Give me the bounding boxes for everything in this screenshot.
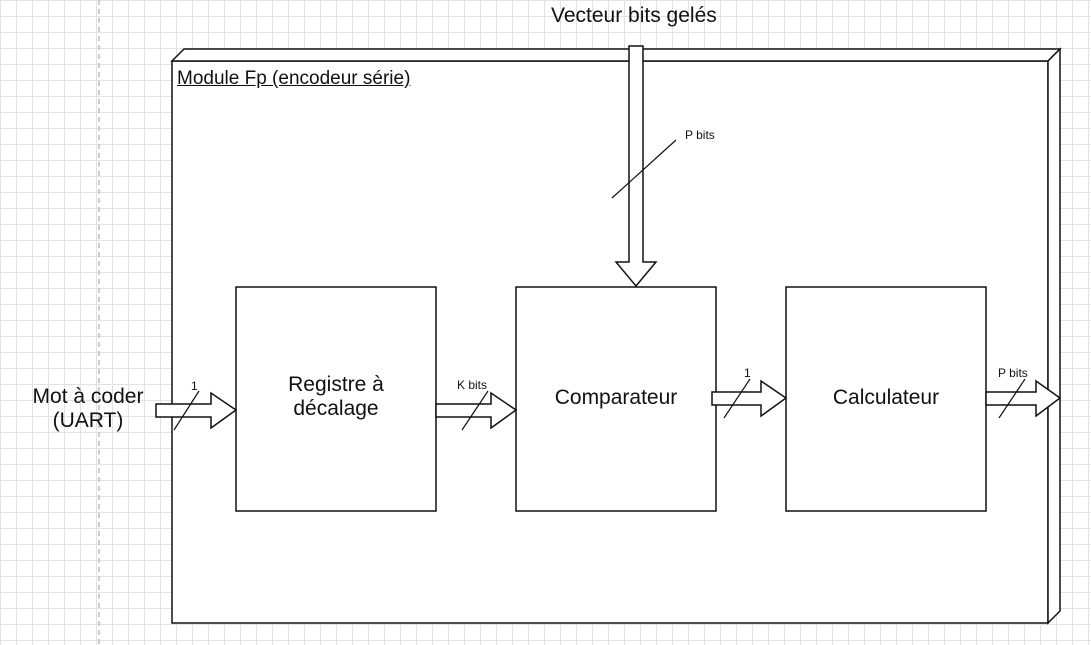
module-title: Module Fp (encodeur série) — [177, 68, 411, 89]
input-label-line-2: (UART) — [52, 409, 124, 432]
comparator-bus-slash — [723, 378, 751, 419]
input-arrow — [155, 391, 238, 430]
frozen-vector-bus-width: P bits — [685, 128, 715, 142]
shift-register-label-line-2: décalage — [293, 397, 379, 420]
comparator-label: Comparateur — [554, 386, 678, 409]
input-label-line-1: Mot à coder — [32, 385, 144, 408]
shift-to-comparator-arrow — [435, 391, 518, 430]
output-bus-slash — [998, 378, 1026, 419]
k-bits-bus-slash — [461, 390, 489, 431]
frozen-vector-arrow — [614, 45, 658, 288]
frozen-vector-label: Vecteur bits gelés — [551, 4, 717, 27]
shift-register-block — [235, 286, 437, 512]
module-top-face — [170, 48, 1062, 62]
calculator-label: Calculateur — [832, 386, 940, 409]
k-bits-bus-width: K bits — [457, 378, 488, 392]
output-arrow — [985, 379, 1062, 418]
comparator-bus-width: 1 — [744, 366, 751, 380]
shift-register-label: Registre à décalage — [236, 373, 436, 421]
module-side-face — [1047, 47, 1061, 625]
comparator-to-calculator-arrow — [711, 379, 788, 418]
input-bus-width: 1 — [191, 379, 198, 393]
input-bus-slash — [173, 390, 200, 431]
frozen-vector-bus-slash — [611, 139, 677, 199]
output-bus-width: P bits — [998, 366, 1028, 380]
shift-register-label-line-1: Registre à — [288, 373, 384, 396]
input-label: Mot à coder (UART) — [18, 385, 158, 433]
